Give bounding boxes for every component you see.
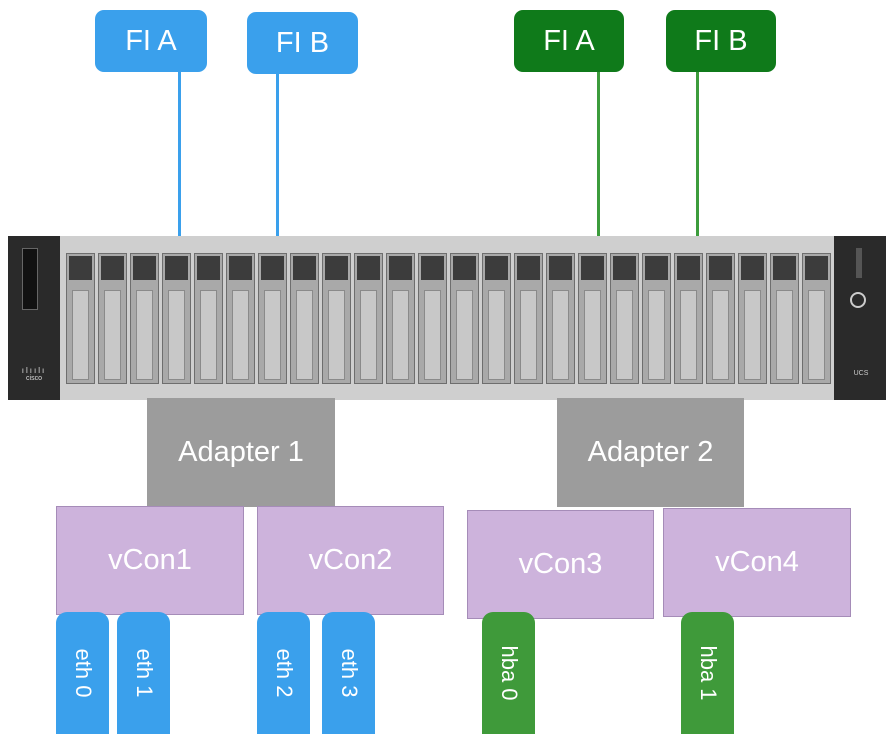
eth0-tab: eth 0: [56, 612, 109, 734]
drive-bay: [546, 253, 575, 384]
drive-bay: [802, 253, 831, 384]
hba1-tab: hba 1: [681, 612, 734, 734]
eth1-label: eth 1: [131, 648, 157, 698]
drive-bay: [674, 253, 703, 384]
vcon4-box: vCon4: [663, 508, 851, 617]
drive-bay: [642, 253, 671, 384]
drive-bay: [162, 253, 191, 384]
hba1-label: hba 1: [695, 645, 721, 701]
fi-a-green-box: FI A: [514, 10, 624, 72]
vcon2-box: vCon2: [257, 506, 444, 615]
fi-b-blue-link: [276, 72, 279, 239]
adapter-2-box: Adapter 2: [557, 398, 744, 507]
console-port-icon: [22, 248, 38, 310]
eth3-tab: eth 3: [322, 612, 375, 734]
eth3-label: eth 3: [336, 648, 362, 698]
drive-bay: [450, 253, 479, 384]
left-rack-ear: ılıılı cisco: [8, 236, 60, 400]
model-label: UCS: [853, 370, 869, 377]
cisco-logo: ılıılı cisco: [21, 366, 47, 382]
vcon1-box: vCon1: [56, 506, 244, 615]
drive-bay: [354, 253, 383, 384]
drive-bay: [610, 253, 639, 384]
drive-bay: [706, 253, 735, 384]
eth0-label: eth 0: [70, 648, 96, 698]
rack-server-chassis: ılıılı cisco UCS: [8, 236, 886, 400]
fi-b-blue-box: FI B: [247, 12, 358, 74]
eth2-label: eth 2: [271, 648, 297, 698]
drive-bay: [258, 253, 287, 384]
adapter-1-box: Adapter 1: [147, 398, 335, 507]
power-button-icon: [850, 292, 866, 308]
drive-bay: [130, 253, 159, 384]
fi-a-blue-box: FI A: [95, 10, 207, 72]
right-rack-ear: UCS: [834, 236, 886, 400]
fi-a-green-link: [597, 72, 600, 239]
drive-bay: [770, 253, 799, 384]
drive-bay: [290, 253, 319, 384]
drive-bay: [386, 253, 415, 384]
drive-bay: [418, 253, 447, 384]
eth1-tab: eth 1: [117, 612, 170, 734]
status-leds-icon: [856, 248, 862, 278]
drive-bay: [738, 253, 767, 384]
drive-bay: [226, 253, 255, 384]
drive-bay-area: [60, 236, 834, 400]
drive-bay: [98, 253, 127, 384]
eth2-tab: eth 2: [257, 612, 310, 734]
drive-bay: [578, 253, 607, 384]
hba0-label: hba 0: [496, 645, 522, 701]
fi-b-green-link: [696, 72, 699, 239]
vcon3-box: vCon3: [467, 510, 654, 619]
fi-b-green-box: FI B: [666, 10, 776, 72]
hba0-tab: hba 0: [482, 612, 535, 734]
drive-bay: [514, 253, 543, 384]
drive-bay: [482, 253, 511, 384]
drive-bay: [194, 253, 223, 384]
drive-bay: [322, 253, 351, 384]
drive-bay: [66, 253, 95, 384]
fi-a-blue-link: [178, 72, 181, 239]
